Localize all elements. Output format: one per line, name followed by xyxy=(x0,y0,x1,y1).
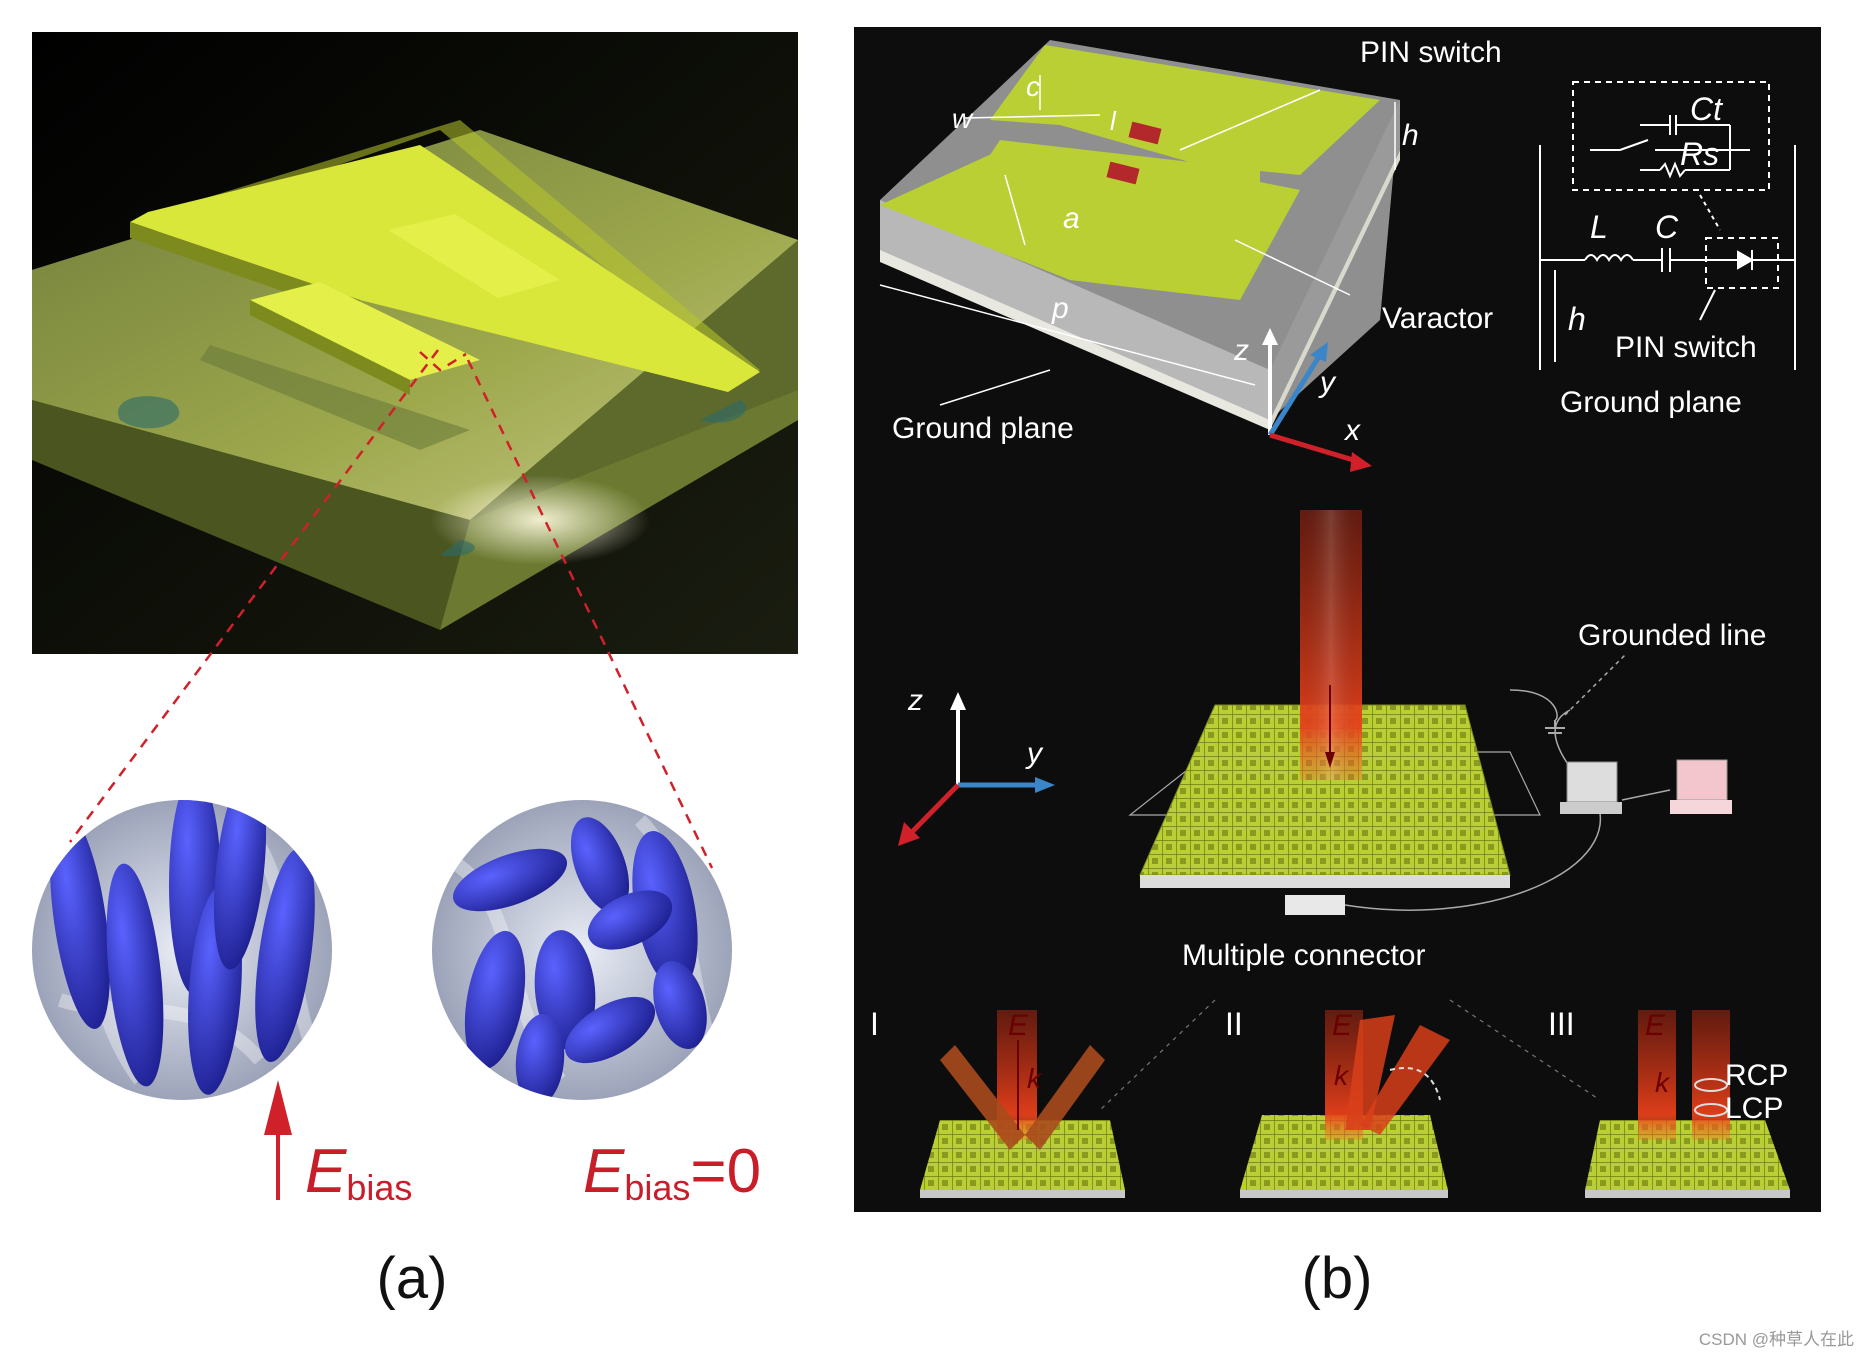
mode-2-e-label: E xyxy=(1332,1009,1353,1042)
mode-2-k-label: k xyxy=(1334,1060,1350,1091)
array-axis-z-label: z xyxy=(907,684,923,717)
circuit-h-label: h xyxy=(1568,301,1586,337)
circuit-ct-label: Ct xyxy=(1690,91,1723,127)
axis-z-label: z xyxy=(1233,334,1249,367)
mode-1 xyxy=(920,1010,1125,1198)
circuit-l-label: L xyxy=(1590,209,1608,245)
dim-a-label: a xyxy=(1063,202,1080,235)
dim-w-label: w xyxy=(952,103,974,134)
e-bias-arrow xyxy=(264,1080,292,1200)
circuit-pin-switch-label: PIN switch xyxy=(1615,331,1757,364)
mode-3-e-label: E xyxy=(1645,1009,1666,1042)
unit-cell-axes xyxy=(1262,328,1372,472)
dim-h-label: h xyxy=(1402,119,1419,152)
dim-c-label: c xyxy=(1026,71,1040,102)
axis-x-label: x xyxy=(1343,414,1361,447)
panel-a-caption: (a) xyxy=(377,1246,448,1311)
mode-1-numeral: I xyxy=(870,1006,879,1042)
circuit-ground-plane-label: Ground plane xyxy=(1560,386,1742,419)
array-axis-y-label: y xyxy=(1025,737,1044,770)
e-bias-label: Ebias xyxy=(305,1137,412,1208)
liquid-crystal-unit-cell xyxy=(32,120,798,630)
lc-random-circle xyxy=(432,800,732,1100)
dim-p-label: p xyxy=(1051,292,1069,325)
circuit-rs-label: Rs xyxy=(1680,136,1719,172)
dim-l-label: l xyxy=(1110,106,1117,136)
array-axes xyxy=(898,692,1055,846)
mode-3 xyxy=(1585,1010,1790,1198)
mode-1-k-label: k xyxy=(1027,1063,1043,1094)
mode-3-k-label: k xyxy=(1655,1067,1671,1098)
ground-plane-label: Ground plane xyxy=(892,412,1074,445)
axis-y-label: y xyxy=(1318,366,1337,399)
pin-switch-label: PIN switch xyxy=(1360,36,1502,69)
zoom-lines xyxy=(68,349,714,869)
patch-electrode xyxy=(130,145,760,392)
mode-dividers xyxy=(1099,999,1601,1111)
multiple-connector-label: Multiple connector xyxy=(1182,939,1425,972)
circuit-c-label: C xyxy=(1655,209,1679,245)
mode-1-e-label: E xyxy=(1008,1009,1029,1042)
rcp-label: RCP xyxy=(1725,1059,1788,1092)
metasurface-array xyxy=(1128,510,1732,915)
lcp-label: LCP xyxy=(1725,1092,1783,1125)
mode-2-numeral: II xyxy=(1225,1006,1243,1042)
equivalent-circuit xyxy=(1539,81,1796,370)
mode-3-numeral: III xyxy=(1548,1006,1575,1042)
mode-2 xyxy=(1240,1010,1450,1198)
lc-aligned-circle xyxy=(32,800,332,1100)
varactor-unit-cell xyxy=(879,40,1400,430)
varactor-label: Varactor xyxy=(1382,302,1493,335)
panel-b: PIN switch Varactor Ground plane c w l h… xyxy=(854,27,1821,1311)
grounded-line-label: Grounded line xyxy=(1578,619,1766,652)
watermark: CSDN @种草人在此 xyxy=(1698,1330,1854,1349)
panel-b-caption: (b) xyxy=(1302,1246,1373,1311)
e-bias-zero-label: Ebias=0 xyxy=(583,1137,761,1208)
panel-a: Ebias Ebias=0 (a) xyxy=(32,32,798,1311)
